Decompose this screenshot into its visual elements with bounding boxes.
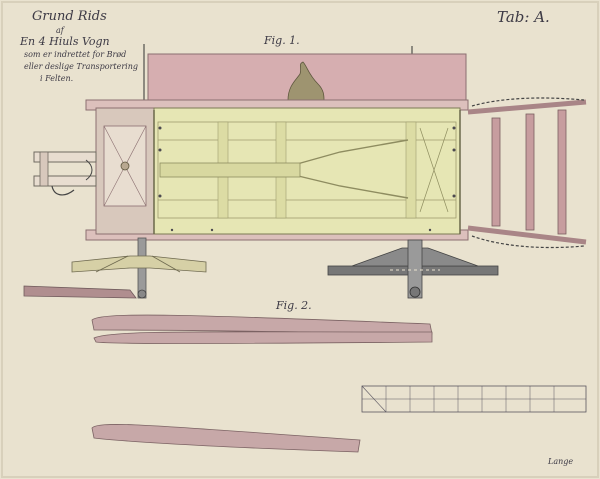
fig1-label: Fig. 1. — [263, 34, 300, 47]
title-line-5: eller deslige Transportering — [24, 62, 138, 71]
ladder-rail-top — [467, 99, 587, 115]
fig2-shafts — [91, 314, 433, 453]
bolt-heads — [158, 126, 456, 232]
ladder-rail-bottom — [467, 225, 587, 245]
rear-hub — [327, 239, 499, 299]
crossbar-3 — [405, 121, 417, 219]
rear-brace — [419, 127, 449, 213]
shaft-2 — [93, 331, 433, 344]
bed-inner-frame — [157, 121, 457, 219]
title-line-6: i Felten. — [40, 74, 73, 83]
title-line-3: En 4 Hiuls Vogn — [19, 35, 110, 48]
chain-top — [471, 97, 585, 107]
signature: Lange — [547, 457, 573, 466]
tongue-piece — [23, 285, 137, 299]
kingpin — [120, 161, 130, 171]
fig2-label: Fig. 2. — [275, 299, 312, 312]
plate-label: Tab: A. — [497, 8, 550, 26]
front-tongue — [33, 151, 97, 196]
rear-ladder — [467, 97, 587, 249]
scale-bar — [361, 385, 587, 413]
front-axle — [71, 237, 207, 299]
ornament-casting — [287, 61, 325, 101]
title-line-4: som er indrettet for Brød — [24, 50, 126, 59]
title-cartouche: Grund Rids af En 4 Hiuls Vogn som er ind… — [19, 9, 138, 83]
shaft-3 — [91, 424, 361, 453]
chain-bottom — [471, 235, 585, 249]
fig1-wagon-plan — [23, 44, 587, 299]
reach-pole — [159, 162, 301, 178]
title-line-2: af — [56, 26, 66, 35]
title-line-1: Grund Rids — [32, 9, 107, 24]
reach-hounds — [289, 139, 409, 199]
